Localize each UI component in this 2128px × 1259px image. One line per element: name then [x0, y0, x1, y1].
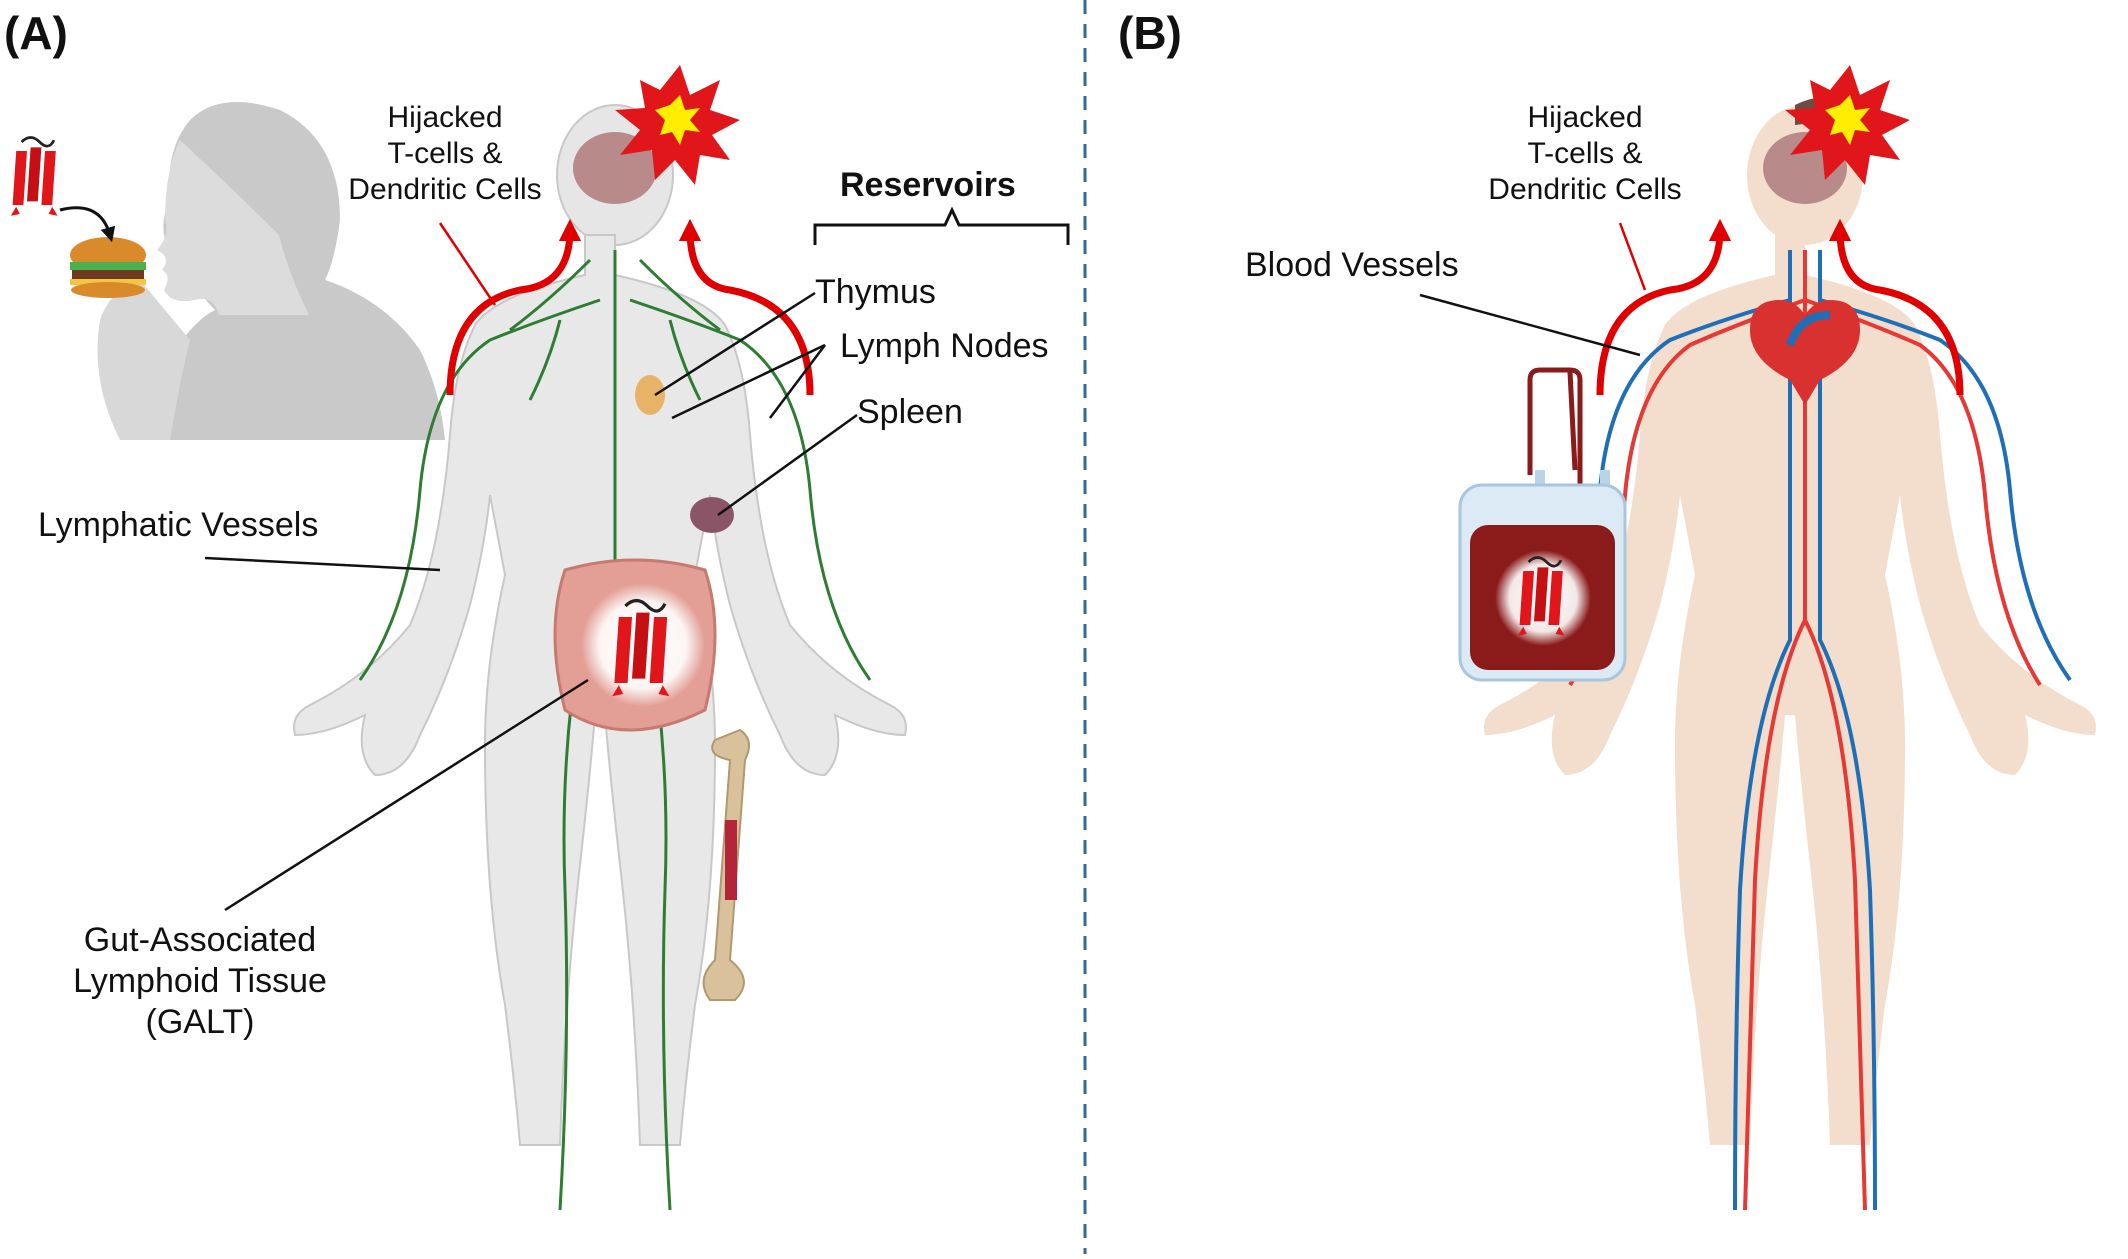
- spleen-label: Spleen: [857, 393, 963, 431]
- galt-line-1: Gut-Associated: [83, 921, 317, 959]
- thymus-organ: [635, 375, 665, 415]
- hijacked-arrow-right: [1828, 218, 1964, 396]
- galt-label: Gut-Associated Lymphoid Tissue (GALT): [50, 920, 350, 1042]
- hijacked-label-a: Hijacked T-cells & Dendritic Cells: [330, 100, 560, 208]
- spleen-organ: [690, 497, 734, 533]
- hijacked-line-3: Dendritic Cells: [348, 173, 542, 206]
- leader-lines-a: [204, 291, 858, 912]
- hijacked-line-2: T-cells &: [387, 137, 503, 170]
- hijacked-arrow-left: [1596, 218, 1732, 396]
- bone-marrow-organ: [702, 728, 750, 1001]
- lymph-nodes-label: Lymph Nodes: [840, 327, 1049, 365]
- explosion-icon: [615, 65, 740, 185]
- lymphatic-vessels-label: Lymphatic Vessels: [38, 506, 319, 544]
- galt-line-2: Lymphoid Tissue: [73, 961, 327, 1000]
- panel-a-tag: (A): [4, 7, 68, 59]
- prion-protein-icon: [9, 136, 59, 218]
- thymus-label: Thymus: [815, 273, 936, 311]
- blood-vessels-network: [1538, 250, 2072, 1211]
- hijacked-label-leader: [1618, 222, 1647, 291]
- blood-vessels-leader: [1419, 293, 1641, 357]
- blood-vessels-label: Blood Vessels: [1245, 246, 1459, 284]
- hijacked-arrow-left: [446, 218, 582, 396]
- explosion-icon: [1785, 65, 1910, 185]
- hijacked-line-3: Dendritic Cells: [1488, 173, 1682, 206]
- hijacked-line-1: Hijacked: [387, 101, 503, 134]
- reservoirs-title: Reservoirs: [840, 166, 1016, 204]
- hijacked-line-1: Hijacked: [1527, 101, 1643, 134]
- person-eating-illustration: [97, 102, 445, 440]
- heart-organ: [1750, 300, 1860, 405]
- blood-bag-icon: [1458, 367, 1627, 682]
- hijacked-label-leader: [438, 222, 497, 306]
- burger-icon: [70, 237, 146, 298]
- panel-b-tag: (B): [1118, 7, 1182, 59]
- hijacked-label-b: Hijacked T-cells & Dendritic Cells: [1470, 100, 1700, 208]
- hijacked-line-2: T-cells &: [1527, 137, 1643, 170]
- reservoirs-bracket: [813, 206, 1070, 245]
- hijacked-arrow-right: [678, 218, 814, 396]
- galt-line-3: (GALT): [145, 1002, 255, 1041]
- ingestion-arrow: [59, 206, 116, 243]
